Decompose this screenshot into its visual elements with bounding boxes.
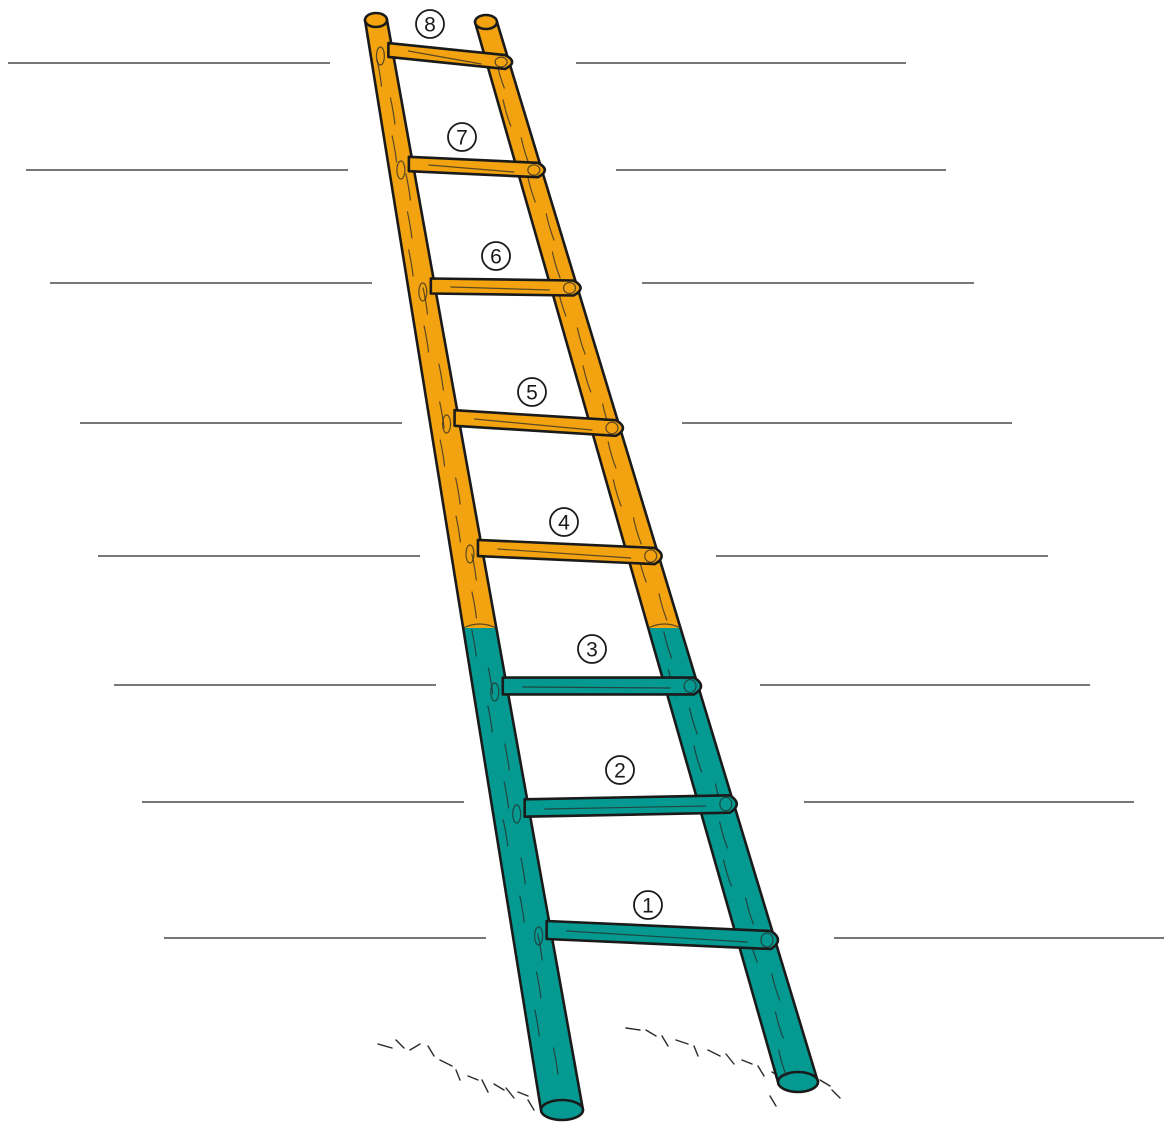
left-rail-bottom-end — [541, 1100, 583, 1120]
rung-number-badge: 4 — [550, 508, 578, 536]
rung-number-badge: 7 — [448, 123, 476, 151]
rung-number-label: 7 — [456, 127, 468, 150]
rung-number-badge: 8 — [416, 10, 444, 38]
rung-number-label: 4 — [558, 512, 570, 535]
right-rail-top-end — [475, 15, 497, 29]
rung-number-badge: 1 — [634, 891, 662, 919]
rung-number-badge: 2 — [606, 756, 634, 784]
rung-number-badge: 3 — [578, 635, 606, 663]
rung-number-badge: 6 — [482, 242, 510, 270]
rung-number-badge: 5 — [518, 378, 546, 406]
rung-number-label: 6 — [490, 246, 502, 269]
rung-number-label: 8 — [424, 14, 436, 37]
rung-3-bar — [503, 678, 701, 695]
ladder — [365, 13, 818, 1120]
left-rail-top-end — [365, 13, 387, 27]
right-rail-bottom-end — [778, 1072, 818, 1092]
rung-number-label: 5 — [526, 382, 538, 405]
rung-number-label: 1 — [642, 895, 654, 918]
rung-number-label: 3 — [586, 639, 598, 662]
rung-number-label: 2 — [614, 760, 626, 783]
left-rail — [365, 13, 583, 1120]
